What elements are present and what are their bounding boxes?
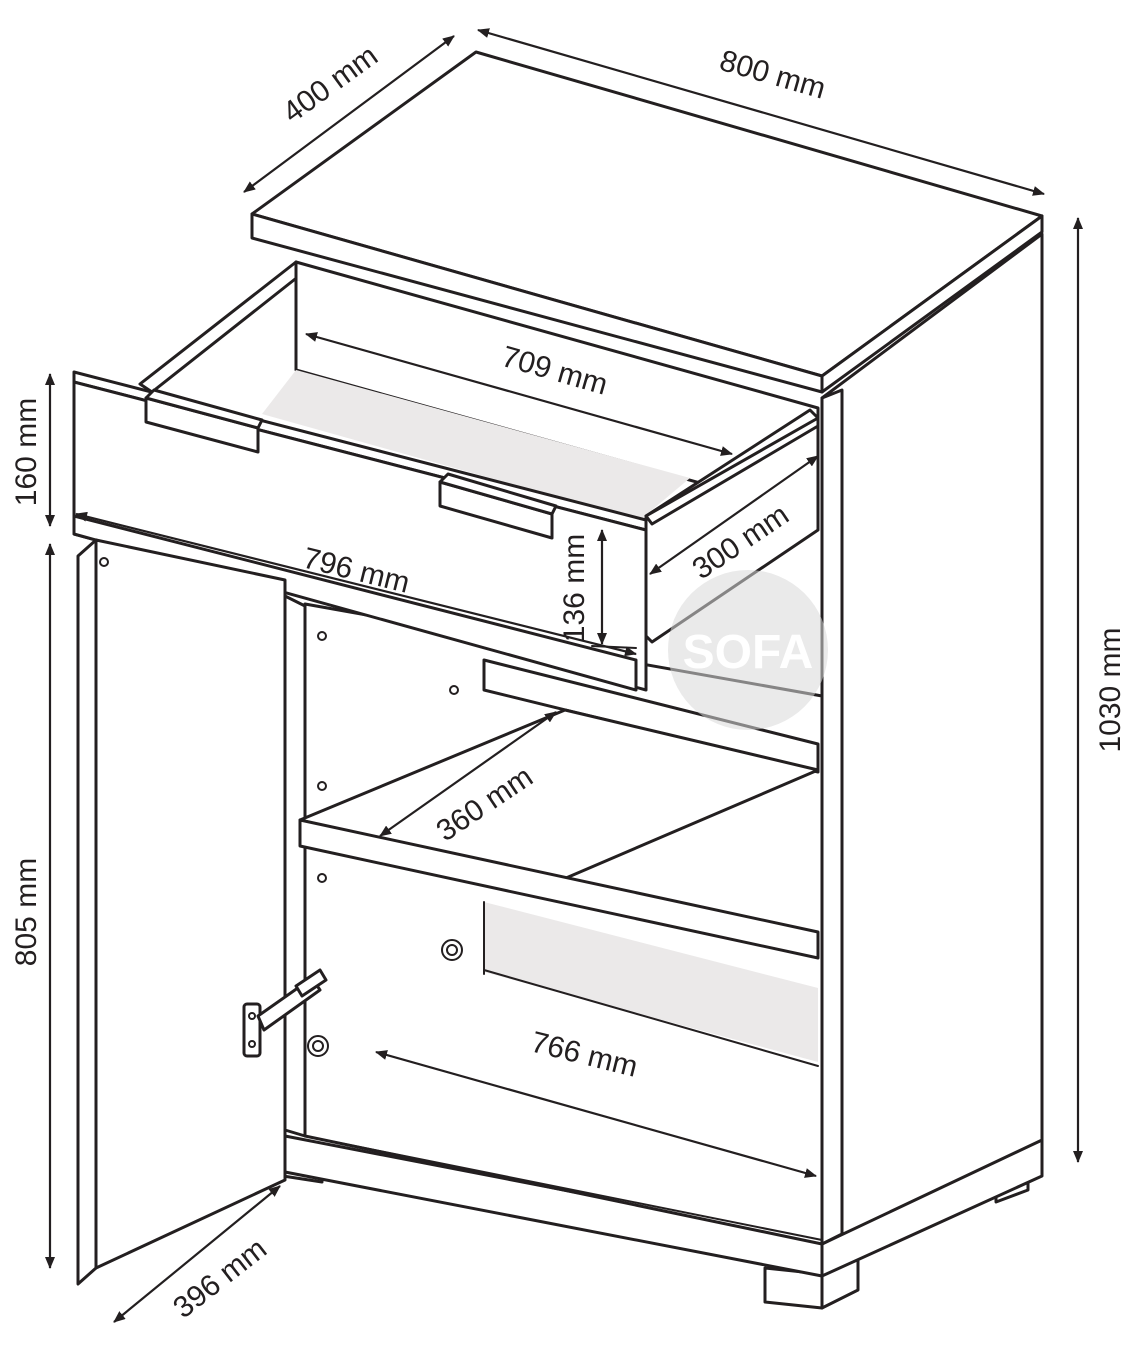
label-drawer-height: 160 mm bbox=[10, 398, 43, 506]
door-panel bbox=[94, 538, 287, 1270]
dim-extension-line bbox=[591, 645, 637, 649]
hinge-plate-icon bbox=[307, 1035, 329, 1057]
right-panel-edge bbox=[820, 388, 844, 1246]
dimension-lines bbox=[45, 28, 1083, 1323]
dim-line-door-width bbox=[113, 1185, 281, 1323]
top-panel-side-edge bbox=[820, 214, 1044, 394]
door bbox=[76, 538, 328, 1286]
label-drawer-inner-height: 136 mm bbox=[558, 534, 591, 642]
shelf-pin-hole bbox=[317, 873, 327, 883]
dim-line-inner-width bbox=[375, 1050, 817, 1178]
drawer-left-side bbox=[138, 260, 306, 394]
dim-line-width-top bbox=[477, 28, 1045, 196]
shelf-pin-hole bbox=[449, 685, 459, 695]
dim-line-drawer-front-width bbox=[75, 511, 637, 657]
shelf-front bbox=[298, 818, 820, 960]
drawer-handle-left-top bbox=[144, 388, 264, 430]
back-panel-bottom bbox=[483, 969, 819, 1067]
hinge-screw-icon bbox=[312, 1040, 324, 1052]
door-edge bbox=[76, 538, 98, 1286]
left-panel bbox=[283, 594, 307, 1138]
label-depth-top: 400 mm bbox=[277, 39, 384, 129]
watermark-text: SOFA bbox=[683, 626, 814, 679]
label-height-total: 1030 mm bbox=[1094, 627, 1127, 752]
hinge-icon bbox=[242, 968, 328, 1058]
sofa-watermark: SOFA bbox=[668, 570, 828, 730]
label-door-width: 396 mm bbox=[167, 1232, 273, 1325]
drawer-handle-right-top bbox=[438, 472, 558, 516]
dim-line-drawer-inner-width bbox=[305, 332, 733, 456]
label-width-top: 800 mm bbox=[716, 44, 829, 106]
shelf-pin-hole bbox=[317, 781, 327, 791]
hinge-screw-icon bbox=[446, 944, 458, 956]
label-cabinet-height: 805 mm bbox=[10, 858, 43, 966]
dim-line-depth-top bbox=[243, 35, 455, 193]
back-panel-shade bbox=[484, 902, 818, 1062]
dim-line-shelf-depth bbox=[379, 711, 557, 837]
dim-line-drawer-depth bbox=[649, 455, 819, 575]
hinge-plate-icon bbox=[441, 939, 463, 961]
right-side-panel bbox=[820, 232, 1044, 1246]
